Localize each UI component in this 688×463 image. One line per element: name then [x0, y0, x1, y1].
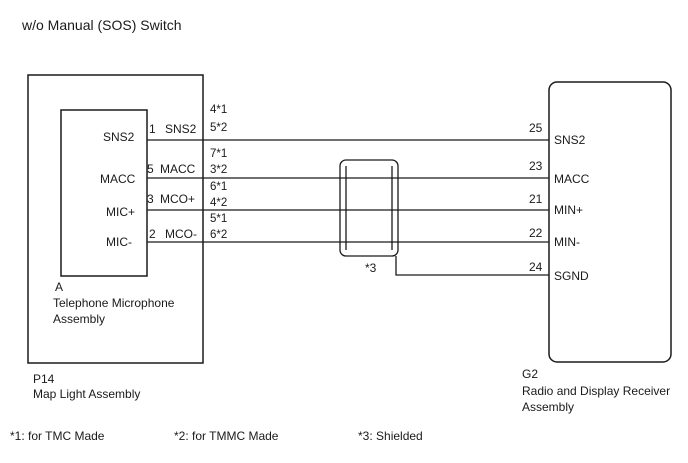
connector-a-name-line1: Telephone Microphone — [53, 296, 175, 310]
a-pin-label-macc: MACC — [100, 172, 136, 186]
g2-pin-number-23: 23 — [529, 159, 543, 173]
g2-pin-number-21: 21 — [529, 192, 543, 206]
connector-a-name-line2: Assembly — [53, 312, 105, 326]
p14-pin-macc-tmmc: 3*2 — [210, 164, 227, 176]
telephone-microphone-box — [60, 109, 148, 277]
footnote-tmmc: *2: for TMMC Made — [174, 429, 279, 443]
g2-pin-number-22: 22 — [529, 226, 543, 240]
shield-label: *3 — [365, 261, 377, 275]
p14-pin-mic-minus-tmmc: 6*2 — [210, 229, 227, 241]
g2-pin-label-min-minus: MIN- — [554, 235, 580, 249]
connector-a-code: A — [55, 280, 63, 294]
footnote-shielded: *3: Shielded — [358, 429, 423, 443]
connector-g2-code: G2 — [522, 367, 538, 381]
g2-pin-label-sns2: SNS2 — [554, 133, 586, 147]
a-pin-signal-mco-plus: MCO+ — [160, 192, 195, 206]
a-pin-signal-sns2: SNS2 — [165, 122, 197, 136]
g2-pin-number-24: 24 — [529, 260, 543, 274]
p14-pin-macc-tmc: 7*1 — [210, 148, 227, 160]
connector-g2-name-line2: Assembly — [522, 400, 574, 414]
g2-pin-number-25: 25 — [529, 121, 543, 135]
a-pin-label-sns2: SNS2 — [103, 130, 135, 144]
p14-pin-sns2-tmmc: 5*2 — [210, 122, 227, 134]
a-pin-signal-mco-minus: MCO- — [165, 227, 197, 241]
a-pin-label-mic-minus: MIC- — [106, 235, 132, 249]
shield-outline — [339, 159, 399, 257]
shield-ground-wire — [395, 256, 549, 276]
g2-pin-label-sgnd: SGND — [554, 269, 589, 283]
g2-pin-label-macc: MACC — [554, 172, 590, 186]
p14-pin-sns2-tmc: 4*1 — [210, 104, 227, 116]
a-pin-number-2: 2 — [149, 227, 156, 241]
footnote-tmc: *1: for TMC Made — [10, 429, 105, 443]
p14-pin-mic-plus-tmmc: 4*2 — [210, 197, 227, 209]
g2-pin-label-min-plus: MIN+ — [554, 203, 583, 217]
connector-p14-name: Map Light Assembly — [33, 387, 140, 401]
p14-pin-mic-plus-tmc: 6*1 — [210, 181, 227, 193]
connector-p14-code: P14 — [33, 372, 55, 386]
a-pin-number-1: 1 — [149, 122, 156, 136]
connector-g2-name-line1: Radio and Display Receiver — [522, 384, 670, 398]
a-pin-number-5: 5 — [147, 162, 154, 176]
a-pin-label-mic-plus: MIC+ — [106, 205, 135, 219]
diagram-title: w/o Manual (SOS) Switch — [21, 17, 182, 33]
a-pin-signal-macc: MACC — [160, 162, 196, 176]
a-pin-number-3: 3 — [147, 192, 154, 206]
radio-display-receiver-box — [548, 81, 672, 363]
p14-pin-mic-minus-tmc: 5*1 — [210, 213, 227, 225]
